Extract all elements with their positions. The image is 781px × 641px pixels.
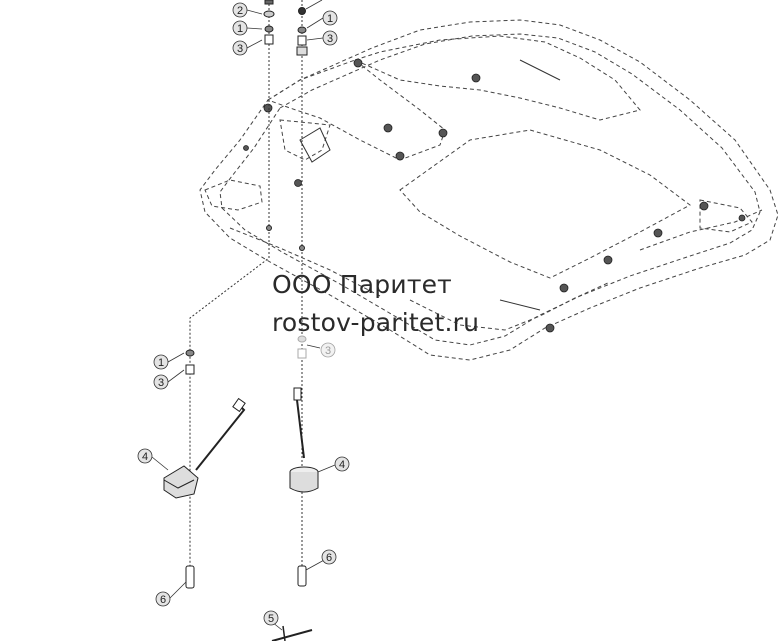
mount-bracket-plate xyxy=(266,59,446,161)
panel-clips xyxy=(243,58,746,333)
callout-text: 1 xyxy=(158,357,164,369)
clip-hole xyxy=(559,283,569,293)
panel-centre-recess xyxy=(399,129,691,279)
callout-text: 6 xyxy=(326,552,332,564)
callout-text: 5 xyxy=(268,613,274,625)
lamp-right-connector xyxy=(293,387,302,401)
callout-text: 2 xyxy=(237,5,243,17)
clip-hole xyxy=(699,201,709,211)
panel-details xyxy=(299,59,561,311)
panel-rib-upper xyxy=(519,59,561,81)
panel-upper-cavity xyxy=(353,35,641,121)
part-5-rod xyxy=(271,629,313,641)
clip-hole xyxy=(438,128,448,138)
spacer-3 xyxy=(185,364,195,375)
callout-1-upper-right: 1 xyxy=(322,10,338,26)
callout-text: 1 xyxy=(237,23,243,35)
lower-bracket xyxy=(279,119,331,161)
guide-left-lower xyxy=(189,228,270,580)
callouts: 2 1 3 1 3 1 3 3 xyxy=(137,2,350,626)
lamp-left-housing xyxy=(163,465,199,499)
spacer-3 xyxy=(297,348,307,359)
lamp-right-housing xyxy=(289,472,319,493)
callout-2-upper-left: 2 xyxy=(232,2,248,18)
clip-hole xyxy=(653,228,663,238)
lamp-left xyxy=(163,397,246,499)
left-flange xyxy=(229,227,381,297)
screw-6-left xyxy=(185,565,195,589)
callout-5: 5 xyxy=(263,610,279,626)
callout-3-upper-left: 3 xyxy=(232,40,248,56)
callout-3-lower-right: 3 xyxy=(320,342,336,358)
clip-hole xyxy=(383,123,393,133)
nut-1 xyxy=(297,335,307,343)
panel-inner-edge xyxy=(219,33,761,346)
clip-hole xyxy=(263,103,273,113)
part-5-tab xyxy=(282,625,286,641)
spacer-base xyxy=(296,46,308,56)
clip-hole xyxy=(471,73,481,83)
rear-flange xyxy=(639,209,763,251)
spacer-3 xyxy=(297,35,307,46)
lamp-left-connector xyxy=(232,397,246,413)
lamp-left-rim xyxy=(163,479,195,489)
callout-6-left: 6 xyxy=(155,591,171,607)
nut-1 xyxy=(264,25,274,33)
clip-hole xyxy=(294,179,302,187)
callout-4-left: 4 xyxy=(137,448,153,464)
lamp-right-wire xyxy=(296,399,305,459)
lower-flange xyxy=(409,281,611,331)
callout-1-lower-left: 1 xyxy=(153,354,169,370)
bottom-screws xyxy=(185,565,307,589)
left-front-pocket xyxy=(204,179,263,211)
clip-hole xyxy=(738,214,746,222)
screw-6-right xyxy=(297,565,307,587)
callout-1-upper-left: 1 xyxy=(232,20,248,36)
lower-left-fastener-stack xyxy=(185,349,195,375)
upper-right-fastener-stack xyxy=(296,7,308,251)
lower-right-fastener-stack xyxy=(297,335,307,359)
clip-hole xyxy=(353,58,363,68)
roof-trim-panel xyxy=(199,19,779,361)
callout-text: 3 xyxy=(325,345,331,357)
bracket-tab xyxy=(299,127,331,163)
panel-outer-edge xyxy=(199,19,779,361)
watermark-site: rostov-paritet.ru xyxy=(272,308,480,337)
panel-rib xyxy=(499,299,541,311)
watermark-company: ООО Паритет xyxy=(272,270,452,299)
part-5 xyxy=(271,625,313,641)
mount-point xyxy=(299,245,305,251)
callout-3-lower-left: 3 xyxy=(153,374,169,390)
callout-text: 4 xyxy=(142,451,148,463)
spacer-3 xyxy=(264,34,274,45)
clip-hole xyxy=(395,151,405,161)
callout-3-upper-right: 3 xyxy=(322,30,338,46)
lamp-right xyxy=(289,387,319,493)
clip-hole xyxy=(243,145,249,151)
clip-hole xyxy=(545,323,555,333)
nut-1 xyxy=(297,26,307,34)
clip-hole xyxy=(603,255,613,265)
callout-leaders xyxy=(151,0,336,631)
mount-point xyxy=(266,225,272,231)
callout-text: 6 xyxy=(160,594,166,606)
right-rear-pocket xyxy=(699,199,753,233)
callout-text: 3 xyxy=(237,43,243,55)
washer-2 xyxy=(263,10,275,18)
screw-head xyxy=(298,7,306,15)
callout-text: 1 xyxy=(327,13,333,25)
callout-text: 3 xyxy=(158,377,164,389)
callout-4-right: 4 xyxy=(334,456,350,472)
callout-text: 4 xyxy=(339,459,345,471)
callout-text: 3 xyxy=(327,33,333,45)
nut-1 xyxy=(185,349,195,357)
stud-top xyxy=(264,0,274,5)
callout-6-right: 6 xyxy=(321,549,337,565)
lamp-left-wire xyxy=(195,403,246,471)
upper-left-fastener-stack xyxy=(263,0,275,231)
